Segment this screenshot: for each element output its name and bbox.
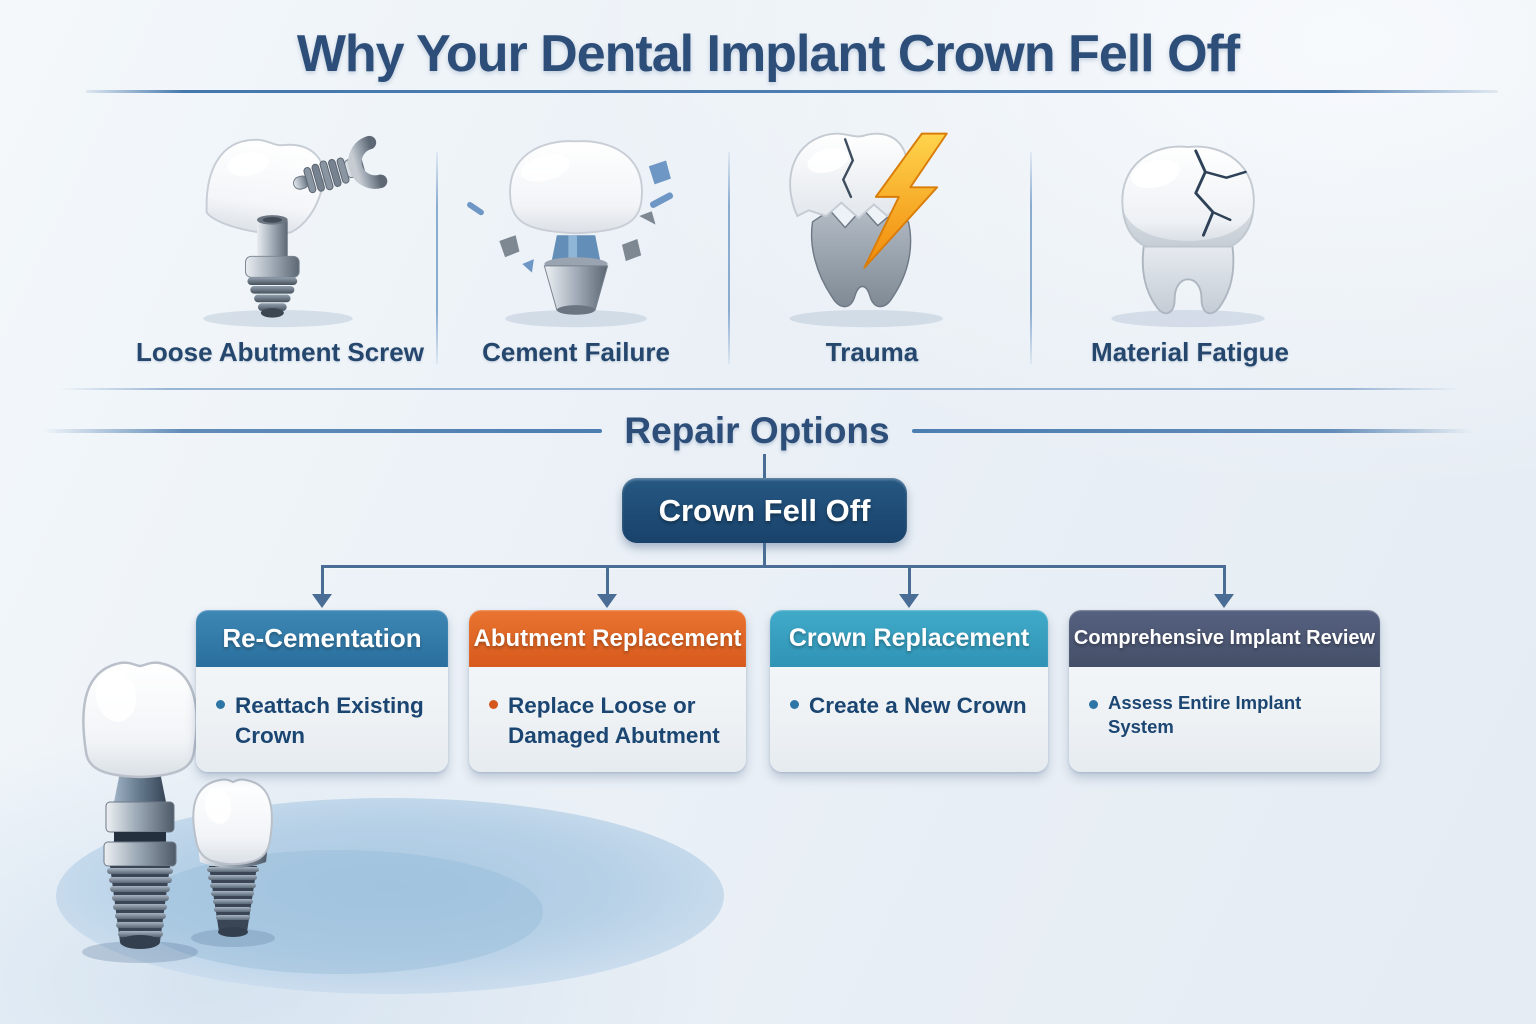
crown-fell-off-box: Crown Fell Off (622, 478, 907, 543)
option-card-crown-replacement: Crown Replacement Create a New Crown (770, 610, 1048, 772)
cause-section-loose-abutment-screw: Loose Abutment Screw (130, 126, 430, 376)
connector-arrow-stem (1222, 565, 1226, 595)
card-bullet: Create a New Crown (790, 691, 1032, 721)
small-implant (192, 778, 273, 937)
repair-options-heading: Repair Options (624, 410, 890, 451)
repair-options-heading-row: Repair Options (42, 406, 1473, 456)
connector-arrow-stem (907, 565, 911, 595)
cracked-tooth-icon (1111, 145, 1265, 328)
title-underline (86, 90, 1498, 93)
card-bullet: Assess Entire Implant System (1089, 691, 1364, 740)
bullet-dot-icon (216, 700, 225, 709)
option-card-abutment-replacement: Abutment Replacement Replace Loose or Da… (469, 610, 746, 772)
bullet-dot-icon (790, 700, 799, 709)
card-header: Abutment Replacement (469, 610, 746, 667)
bullet-dot-icon (1089, 700, 1098, 709)
bullet-dot-icon (489, 700, 498, 709)
cause-label: Cement Failure (482, 337, 670, 367)
heading-rule-left (42, 429, 603, 433)
cause-label: Material Fatigue (1091, 337, 1289, 367)
card-bullet: Replace Loose or Damaged Abutment (489, 691, 730, 750)
crown-detached-icon (467, 140, 674, 328)
page-title: Why Your Dental Implant Crown Fell Off (296, 25, 1240, 83)
cause-divider (728, 152, 730, 364)
connector-arrow-stem (320, 565, 324, 595)
large-implant (82, 661, 198, 949)
cause-section-cement-failure: Cement Failure (446, 126, 706, 376)
arrow-down-icon (312, 594, 332, 608)
cause-label: Loose Abutment Screw (136, 337, 424, 367)
connector-root-down (763, 543, 766, 566)
arrow-down-icon (899, 594, 919, 608)
cause-label: Trauma (825, 337, 919, 367)
arrow-down-icon (1214, 594, 1234, 608)
option-card-re-cementation: Re-Cementation Reattach Existing Crown (196, 610, 448, 772)
connector-heading-to-root (763, 454, 766, 478)
card-header: Comprehensive Implant Review (1069, 610, 1380, 667)
cause-section-material-fatigue: Material Fatigue (1040, 126, 1340, 376)
heading-rule-right (911, 429, 1473, 433)
lightning-tooth-icon (789, 132, 948, 328)
implant-wrench-icon (203, 135, 388, 328)
option-card-comprehensive-implant-review: Comprehensive Implant Review Assess Enti… (1069, 610, 1380, 772)
implant-illustration (56, 661, 724, 994)
connector-arrow-stem (605, 565, 609, 595)
cause-section-trauma: Trauma (742, 126, 1002, 376)
cause-divider (1030, 152, 1032, 364)
card-header: Crown Replacement (770, 610, 1048, 667)
cause-divider (436, 152, 438, 364)
section-separator-line (58, 388, 1460, 390)
connector-horizontal (321, 565, 1226, 568)
card-header: Re-Cementation (196, 610, 448, 667)
arrow-down-icon (597, 594, 617, 608)
card-bullet: Reattach Existing Crown (216, 691, 432, 750)
